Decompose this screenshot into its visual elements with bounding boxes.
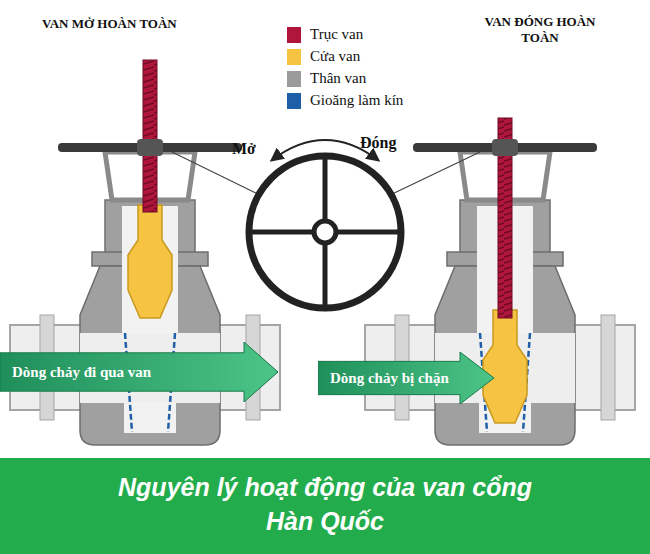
legend-swatch bbox=[287, 49, 301, 65]
state-label: VAN MỞ HOÀN TOÀN bbox=[42, 16, 177, 32]
legend-entry: Thân van bbox=[287, 70, 366, 87]
legend-swatch bbox=[287, 93, 301, 109]
flow-arrow: Dòng chảy đi qua van bbox=[0, 342, 278, 402]
legend-text: Cửa van bbox=[310, 48, 360, 65]
direction-label: Đóng bbox=[360, 134, 396, 152]
flow-text: Dòng chảy đi qua van bbox=[12, 364, 278, 381]
direction-label: Mở bbox=[232, 140, 256, 158]
handwheel bbox=[249, 156, 401, 308]
legend-text: Thân van bbox=[310, 70, 366, 87]
caption-band bbox=[0, 458, 650, 554]
leader-line bbox=[388, 152, 480, 196]
legend-text: Gioăng làm kín bbox=[310, 92, 403, 109]
legend-entry: Cửa van bbox=[287, 48, 360, 65]
legend-swatch bbox=[287, 27, 301, 43]
valve-gate bbox=[483, 310, 527, 423]
valve-stem bbox=[143, 60, 157, 212]
flow-arrow: Dòng chảy bị chặn bbox=[318, 352, 494, 404]
flow-text: Dòng chảy bị chặn bbox=[330, 370, 494, 387]
valve-gate bbox=[128, 205, 172, 318]
legend-entry: Gioăng làm kín bbox=[287, 92, 403, 109]
legend-swatch bbox=[287, 71, 301, 87]
handwheel-hub bbox=[137, 139, 163, 156]
leader-line bbox=[172, 152, 262, 196]
handwheel-hub bbox=[492, 139, 518, 156]
caption: Nguyên lý hoạt động của van cổng Hàn Quố… bbox=[95, 470, 555, 538]
legend-text: Trục van bbox=[310, 26, 363, 43]
legend-entry: Trục van bbox=[287, 26, 363, 43]
state-label: VAN ĐÓNG HOÀN TOÀN bbox=[470, 14, 610, 46]
